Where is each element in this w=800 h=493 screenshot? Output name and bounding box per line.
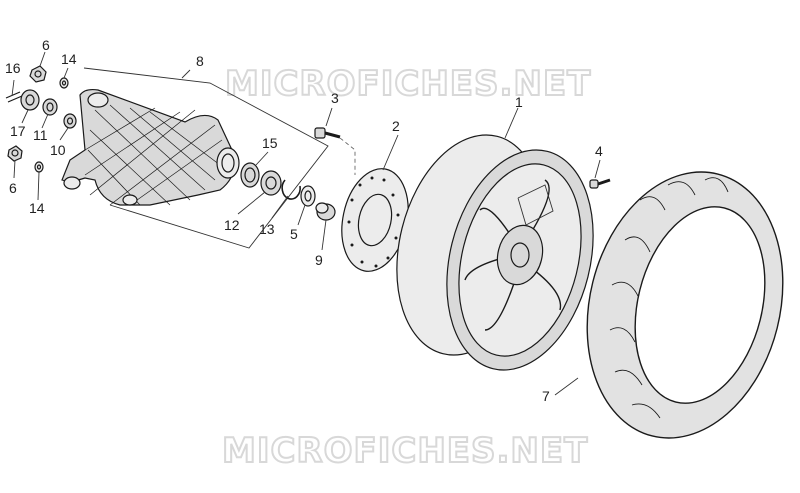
- callout-12: 12: [224, 217, 240, 233]
- bearing-12: [260, 170, 282, 196]
- callout-14-bottom: 14: [29, 200, 45, 216]
- bushing-11: [42, 98, 58, 116]
- nut-6-bottom: [7, 145, 23, 162]
- callout-17: 17: [10, 123, 26, 139]
- circlip-16: [5, 91, 23, 103]
- callout-9: 9: [315, 252, 323, 268]
- callout-16: 16: [5, 60, 21, 76]
- callout-8: 8: [196, 53, 204, 69]
- callout-13: 13: [259, 221, 275, 237]
- swingarm-carrier: [61, 88, 240, 206]
- leader-lines: [11, 51, 601, 396]
- screw-3-guide: [339, 137, 356, 175]
- callout-15: 15: [262, 135, 278, 151]
- bearing-17: [20, 89, 40, 111]
- nut-6-top: [29, 65, 47, 83]
- callout-7: 7: [542, 388, 550, 404]
- group-outline: [83, 67, 329, 249]
- tire-7: [586, 171, 784, 439]
- watermark-top: MICROFICHES.NET: [225, 64, 591, 104]
- callout-1: 1: [515, 94, 523, 110]
- bolt-4: [589, 178, 611, 189]
- callout-14-top: 14: [61, 51, 77, 67]
- washer-14-top: [59, 77, 69, 89]
- callout-4: 4: [595, 143, 603, 159]
- watermark-bottom: MICROFICHES.NET: [222, 431, 588, 471]
- screw-3: [314, 127, 341, 139]
- washer-14-bottom: [34, 161, 44, 173]
- wheel-rim-1: [396, 134, 594, 371]
- callout-6-bottom: 6: [9, 180, 17, 196]
- circlip-13: [281, 179, 301, 200]
- callout-3: 3: [331, 90, 339, 106]
- brake-disc-2: [341, 168, 409, 272]
- bolt-4-box: [517, 184, 554, 226]
- callout-11: 11: [33, 127, 48, 143]
- spacer-5: [300, 185, 316, 207]
- seal-15: [240, 162, 260, 188]
- callout-6-top: 6: [42, 37, 50, 53]
- spacer-10: [63, 113, 77, 129]
- callout-10: 10: [50, 142, 66, 158]
- cap-9: [315, 202, 336, 221]
- callout-2: 2: [392, 118, 400, 134]
- callout-5: 5: [290, 226, 298, 242]
